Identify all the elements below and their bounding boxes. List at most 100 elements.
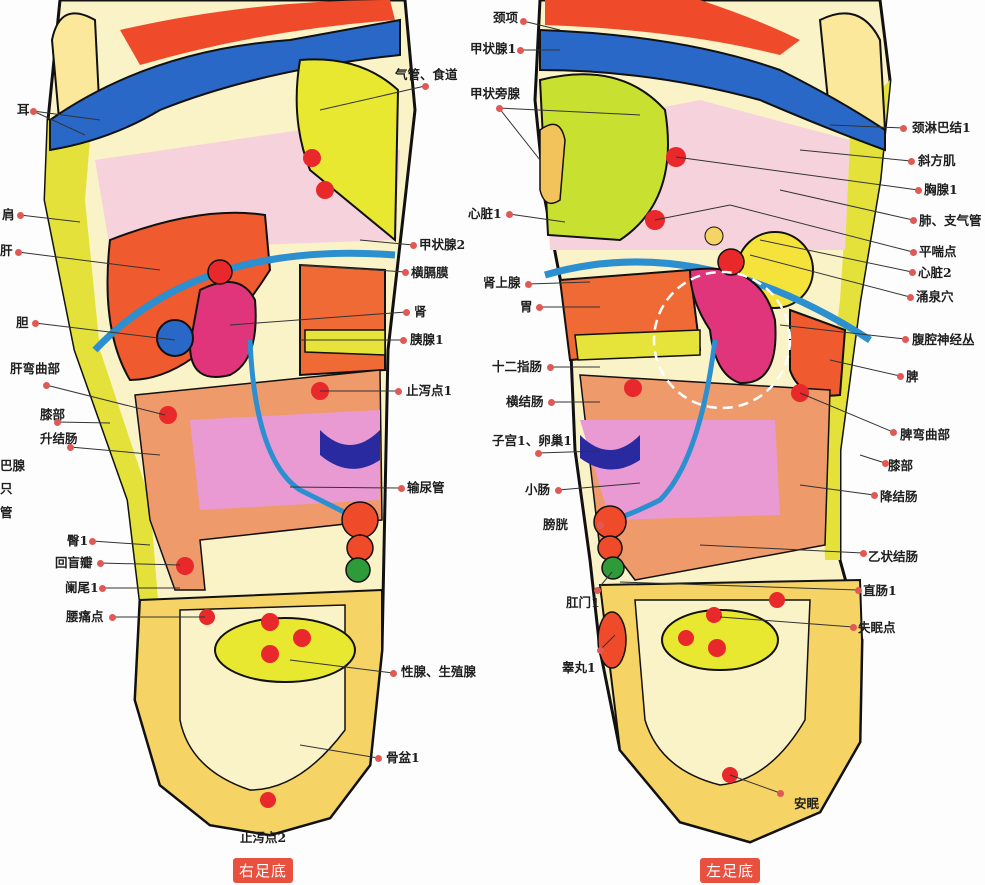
label-thyroid-2: 甲状腺2 [419, 237, 466, 252]
label-liver: 肝 [0, 243, 13, 258]
marker-dot [14, 248, 22, 256]
marker-dot [889, 428, 897, 436]
marker-dot [535, 303, 543, 311]
marker-dot [534, 449, 542, 457]
small-intestine-r [190, 410, 380, 510]
duodenum-l [574, 329, 701, 361]
label-bladder: 膀胱 [543, 517, 569, 532]
label-thyroid-1: 甲状腺1 [470, 41, 517, 56]
label-duodenum: 十二指肠 [492, 359, 543, 374]
label-anus: 肛门1 [566, 595, 600, 610]
marker-dot [907, 157, 915, 165]
label-shoulder: 肩 [2, 207, 15, 222]
marker-dot [870, 491, 878, 499]
point [708, 639, 726, 657]
point [706, 607, 722, 623]
marker-dot [42, 381, 50, 389]
rectum-l [601, 556, 625, 580]
marker-dot [546, 363, 554, 371]
adrenal-r [207, 259, 233, 285]
marker-dot [495, 104, 503, 112]
kidney-l [688, 267, 777, 385]
neck-band-l [539, 28, 886, 152]
toe-red-band-l [545, 0, 800, 55]
point [624, 379, 642, 397]
label-buttock: 臀1 [67, 533, 89, 548]
point [261, 613, 279, 631]
marker-dot [547, 398, 555, 406]
label-appendix: 阑尾1 [65, 580, 99, 595]
marker-dot [519, 17, 527, 25]
bladder-r [341, 501, 379, 539]
label-small-intestine: 小肠 [525, 482, 551, 497]
marker-dot [53, 418, 61, 426]
point [303, 149, 321, 167]
label-stomach: 胃 [520, 299, 533, 314]
marker-dot [16, 211, 24, 219]
label-lumbago-point: 腰痛点 [66, 609, 104, 624]
marker-dot [909, 216, 917, 224]
marker-dot [906, 293, 914, 301]
marker-dot [108, 613, 116, 621]
point [678, 630, 694, 646]
bladder2-r [346, 534, 374, 562]
label-transverse-colon: 横结肠 [506, 394, 544, 409]
label-testis: 睾丸1 [562, 660, 596, 675]
marker-dot [899, 124, 907, 132]
marker-dot [401, 268, 409, 276]
cutoff-label: 只 [0, 481, 13, 496]
marker-dot [96, 559, 104, 567]
label-parathyroid: 甲状旁腺 [470, 86, 521, 101]
label-sleep: 安眠 [794, 796, 820, 811]
point [769, 592, 785, 608]
label-adrenal: 肾上腺 [483, 275, 521, 290]
label-ileocecal-valve: 回盲瓣 [55, 555, 93, 570]
label-kidney: 肾 [414, 304, 427, 319]
marker-dot [896, 372, 904, 380]
right-foot-sole [43, 0, 417, 837]
label-heart-1: 心脏1 [468, 206, 502, 221]
label-pancreas: 胰腺1 [410, 332, 444, 347]
trachea-zone [295, 58, 400, 243]
point [260, 792, 276, 808]
point [199, 609, 215, 625]
label-knee-l: 膝部 [888, 458, 914, 473]
ureter-l [611, 339, 718, 523]
label-uterus-ovary: 子宫1、卵巢1 [492, 433, 572, 448]
marker-dot [88, 537, 96, 545]
marker-dot [399, 336, 407, 344]
marker-dot [29, 107, 37, 115]
label-antidiarrhea-2: 止泻点2 [240, 830, 287, 845]
label-gallbladder: 胆 [16, 315, 29, 330]
label-lung-bronchi: 肺、支气管 [919, 213, 982, 228]
label-neck: 颈项 [493, 10, 519, 25]
label-ear: 耳 [17, 102, 30, 117]
marker-dot [854, 586, 862, 594]
outer-edge-zone-l [822, 80, 890, 560]
point [293, 629, 311, 647]
marker-dot [31, 319, 39, 327]
label-knee-r: 膝部 [40, 407, 66, 422]
uterus-r [320, 430, 380, 469]
marker-dot [402, 308, 410, 316]
label-celiac-plexus: 腹腔神经丛 [912, 332, 975, 347]
marker-dot [409, 241, 417, 249]
label-ascending-colon: 升结肠 [40, 431, 78, 446]
pancreas-r [304, 329, 386, 356]
point [261, 645, 279, 663]
marker-dot [554, 486, 562, 494]
label-thymus: 胸腺1 [924, 182, 958, 197]
label-trapezius: 斜方肌 [918, 153, 956, 168]
label-sigmoid-colon: 乙状结肠 [868, 549, 919, 564]
marker-dot [859, 549, 867, 557]
adrenal-l [717, 248, 745, 276]
label-insomnia-point: 失眠点 [858, 620, 896, 635]
marker-dot [914, 186, 922, 194]
gonad-zone-r [214, 617, 356, 683]
marker-dot [596, 521, 604, 529]
label-spleen: 脾 [906, 369, 919, 384]
leader-lines [17, 20, 919, 794]
left-foot-title: 左足底 [700, 858, 761, 883]
